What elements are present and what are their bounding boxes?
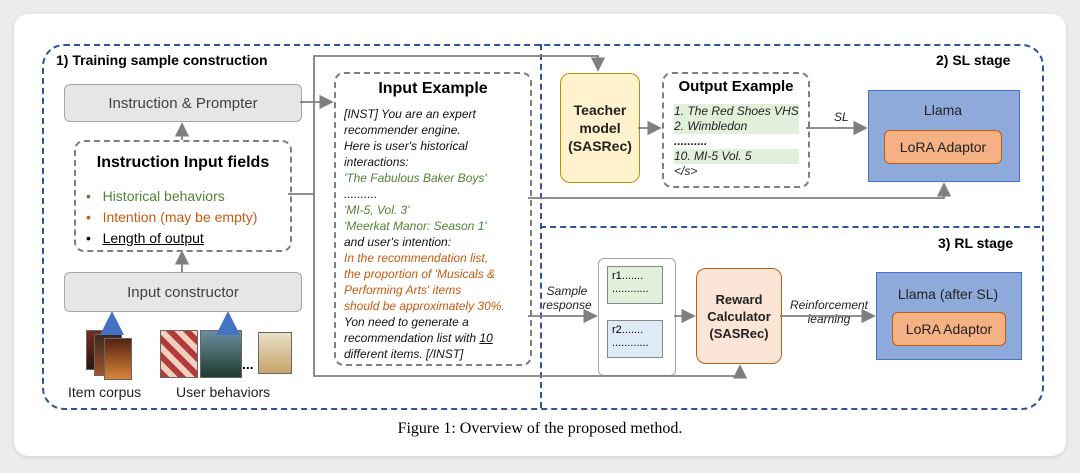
teacher-line-3: (SASRec) [568,138,632,154]
instruction-fields-title: Instruction Input fields [96,154,270,171]
output-line-5: </s> [674,164,698,178]
training-region [42,44,1044,410]
training-stage-label: 1) Training sample construction [56,52,268,68]
input-example-line: 'MI-5, Vol. 3' [344,203,410,217]
user-behavior-thumb-1 [160,330,198,378]
llama-label: Llama [923,102,963,118]
teacher-model-box: Teacher model (SASRec) [560,73,640,183]
connector-fields-bus [288,193,748,379]
input-example-line: [INST] You are an expert [344,107,476,121]
item-corpus-thumb-3 [104,338,132,380]
input-example-title: Input Example [378,80,488,97]
sl-stage-label: 2) SL stage [936,52,1011,68]
field-item-historical: • Historical behaviors [86,188,225,204]
rl-stage-label: 3) RL stage [938,235,1014,251]
input-example-line: the proportion of 'Musicals & [344,267,496,281]
teacher-line-2: model [579,120,621,136]
input-example-line: should be approximately 30%. [344,299,505,313]
input-example-box [334,72,532,366]
connector-input-to-llama [528,182,952,199]
input-example-line: recommendation list with 10 [344,331,493,345]
input-example-line: In the recommendation list, [344,251,489,265]
input-example-line: 'Meerkat Manor: Season 1' [344,219,487,233]
input-example-line: Here is user's historical [344,139,468,153]
figure-caption: Figure 1: Overview of the proposed metho… [397,420,683,437]
input-example-line: and user's intention: [344,235,452,249]
ellipsis: ... [242,356,254,372]
output-line-1: 1. The Red Shoes VHS [674,104,799,119]
instruction-prompter-box: Instruction & Prompter [64,84,302,122]
stage-divider-horizontal [540,226,1040,228]
input-example-line: recommender engine. [344,123,461,137]
user-behaviors-label: User behaviors [176,384,271,400]
field-item-length: • Length of output [86,230,204,246]
field-item-intention: • Intention (may be empty) [86,209,258,225]
input-constructor-box: Input constructor [64,272,302,312]
reward-calculator-box: Reward Calculator (SASRec) [696,268,782,364]
input-example-line: Performing Arts' items [344,283,462,297]
user-behavior-thumb-3 [258,332,292,374]
fields-list: • Historical behaviors • Intention (may … [86,186,257,249]
output-line-2: 2. Wimbledon [674,119,799,134]
teacher-line-1: Teacher [573,102,627,118]
item-corpus-label: Item corpus [68,384,142,400]
output-example-title: Output Example [678,78,794,95]
response-r1: r1................... [607,266,663,304]
output-example-lines: 1. The Red Shoes VHS 2. Wimbledon ......… [674,104,799,179]
lora-adaptor-sl: LoRA Adaptor [884,130,1002,164]
input-example-line: .......... [344,187,378,201]
input-example-line: 'The Fabulous Baker Boys' [344,171,487,185]
output-line-3: .......... [674,134,708,148]
input-example-line: Yon need to generate a [344,315,469,329]
sl-label: SL [834,110,849,124]
response-r2: r2................... [607,320,663,358]
output-line-4: 10. MI-5 Vol. 5 [674,149,799,164]
connector-bus-teacher [313,55,606,194]
input-example-text: [INST] You are an expert recommender engi… [344,106,530,362]
lora-adaptor-rl: LoRA Adaptor [892,312,1006,346]
instruction-fields-box [74,140,292,252]
input-example-line: different items. [/INST] [344,347,464,361]
llama-after-sl-label: Llama (after SL) [897,286,999,302]
input-example-line: interactions: [344,155,409,169]
